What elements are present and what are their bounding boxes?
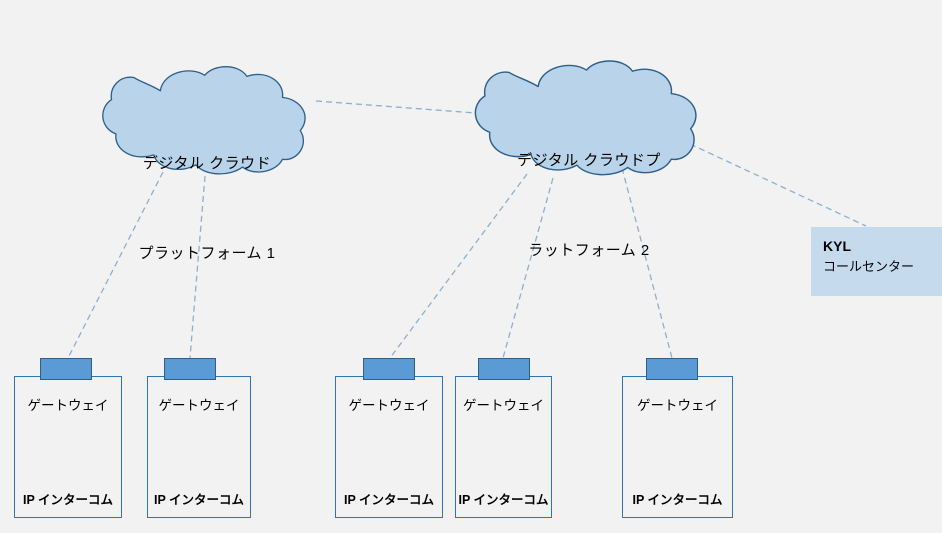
gateway-connector-tab[interactable] <box>646 358 698 380</box>
gateway-title: ゲートウェイ <box>348 398 430 413</box>
gateway-footer-label: IP インターコム <box>632 493 723 507</box>
connector-line <box>66 171 164 361</box>
connector-line <box>189 175 206 359</box>
callcenter-subtitle: コールセンター <box>823 259 915 274</box>
gateway-title: ゲートウェイ <box>27 398 109 413</box>
gateway-title: ゲートウェイ <box>158 398 240 413</box>
gateway-connector-tab[interactable] <box>478 358 530 380</box>
gateway-connector-tab[interactable] <box>40 358 92 380</box>
gateway-footer-label: IP インターコム <box>153 493 245 507</box>
gateway-device[interactable]: ゲートウェイ IP インターコム <box>622 358 733 518</box>
cloud-digital-platform-1[interactable] <box>96 62 318 177</box>
gateway-connector-tab[interactable] <box>363 358 415 380</box>
gateway-title: ゲートウェイ <box>637 398 718 413</box>
connector-line <box>315 100 477 114</box>
gateway-footer-label: IP インターコム <box>458 493 549 507</box>
gateway-device[interactable]: ゲートウェイ IP インターコム <box>147 358 251 518</box>
callcenter-title: KYL <box>823 238 851 254</box>
cloud-1-label-line2: プラットフォーム 1 <box>138 244 276 262</box>
gateway-device[interactable]: ゲートウェイ IP インターコム <box>14 358 122 518</box>
gateway-title: ゲートウェイ <box>463 398 544 413</box>
connector-line <box>621 167 673 359</box>
gateway-connector-tab[interactable] <box>164 358 216 380</box>
connector-line <box>389 173 528 359</box>
cloud-2-label-line2: ラットフォーム 2 <box>528 242 650 259</box>
gateway-device[interactable]: ゲートウェイ IP インターコム <box>455 358 552 518</box>
connector-line <box>689 143 867 227</box>
cloud-digital-platform-2[interactable] <box>468 56 710 178</box>
callcenter-box[interactable]: KYL コールセンター <box>811 227 942 296</box>
gateway-footer-label: IP インターコム <box>343 493 435 507</box>
gateway-device[interactable]: ゲートウェイ IP インターコム <box>335 358 443 518</box>
connector-line <box>502 177 554 359</box>
gateway-footer-label: IP インターコム <box>22 493 114 507</box>
